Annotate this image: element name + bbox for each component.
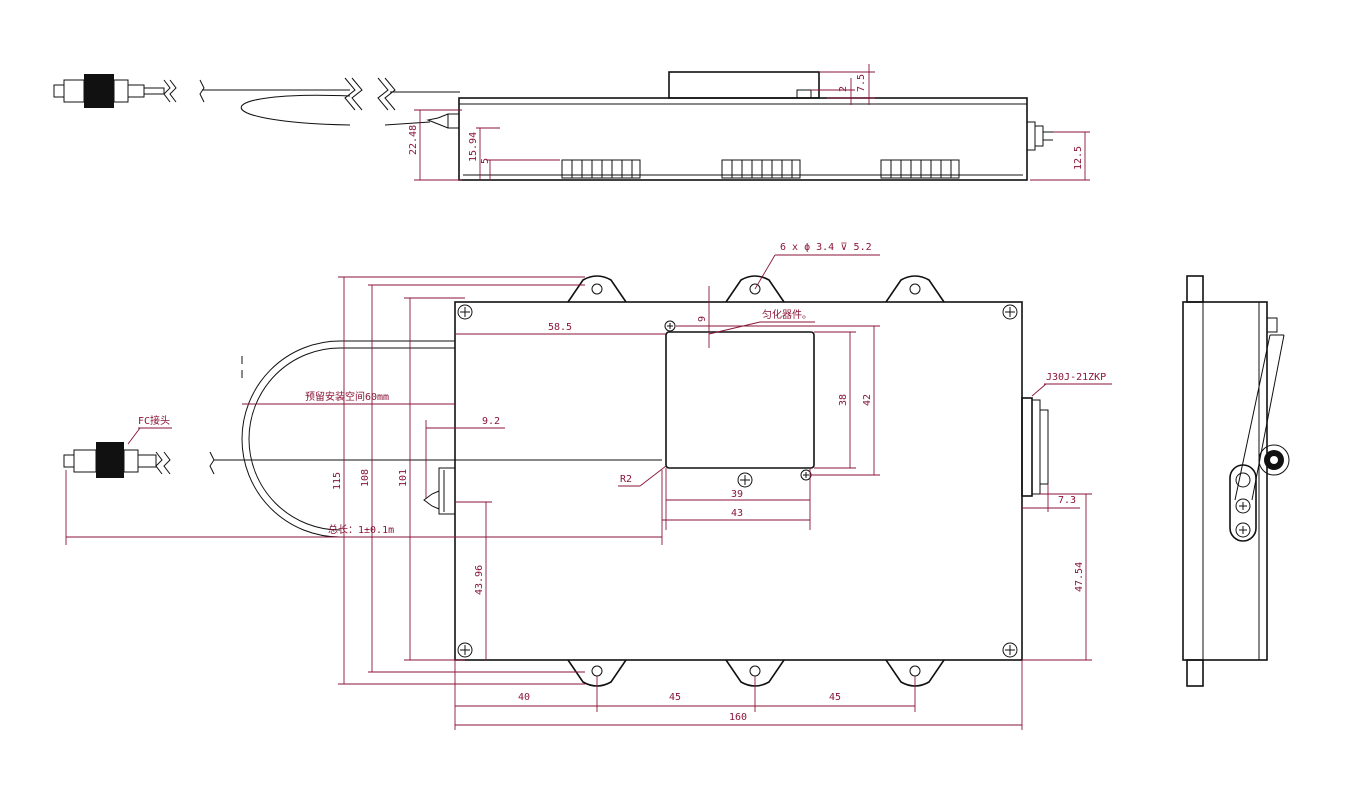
dim-12-5: 12.5 <box>1073 146 1084 170</box>
end-view <box>1182 275 1290 687</box>
dim-115: 115 <box>332 472 343 490</box>
dim-43: 43 <box>731 508 743 519</box>
dim-7-5: 7.5 <box>856 74 867 92</box>
dim-43-96: 43.96 <box>474 565 485 595</box>
label-homogenizer: 匀化器件。 <box>762 308 812 321</box>
dim-15-94: 15.94 <box>468 132 479 162</box>
dim-9: 9 <box>697 316 708 322</box>
dim-39: 39 <box>731 489 743 500</box>
dim-58-5: 58.5 <box>548 322 572 333</box>
label-reserved-space: 预留安装空间60mm <box>305 390 389 403</box>
bottom-fins <box>561 159 960 179</box>
dim-47-54: 47.54 <box>1074 562 1085 592</box>
label-total-length: 总长：1±0.1m <box>328 523 394 536</box>
dim-108: 108 <box>360 469 371 487</box>
dim-22-48: 22.48 <box>408 125 419 155</box>
dim-9-2: 9.2 <box>482 416 500 427</box>
dim-38: 38 <box>838 394 849 406</box>
dim-40: 40 <box>518 692 530 703</box>
fc-connector-plan <box>63 442 455 478</box>
label-connector: J30J-21ZKP <box>1046 372 1106 383</box>
label-radius: R2 <box>620 474 632 485</box>
label-hole-spec: 6 x ϕ 3.4 ⊽ 5.2 <box>780 242 872 253</box>
label-fc-connector: FC接头 <box>138 414 170 427</box>
dim-160: 160 <box>729 712 747 723</box>
dim-2: 2 <box>838 86 849 92</box>
dim-45-a: 45 <box>669 692 681 703</box>
dim-42: 42 <box>862 394 873 406</box>
fc-connector-top <box>53 74 177 108</box>
dim-7-3: 7.3 <box>1058 495 1076 506</box>
corner-screws <box>457 304 1018 658</box>
plan-view: 115 108 101 43.96 58.5 9 匀化器件。 6 x ϕ 3.4… <box>63 242 1112 730</box>
dim-5: 5 <box>480 158 491 164</box>
side-view: 22.48 15.94 5 2 7.5 12.5 <box>53 64 1090 181</box>
dim-45-b: 45 <box>829 692 841 703</box>
dim-101: 101 <box>398 469 409 487</box>
